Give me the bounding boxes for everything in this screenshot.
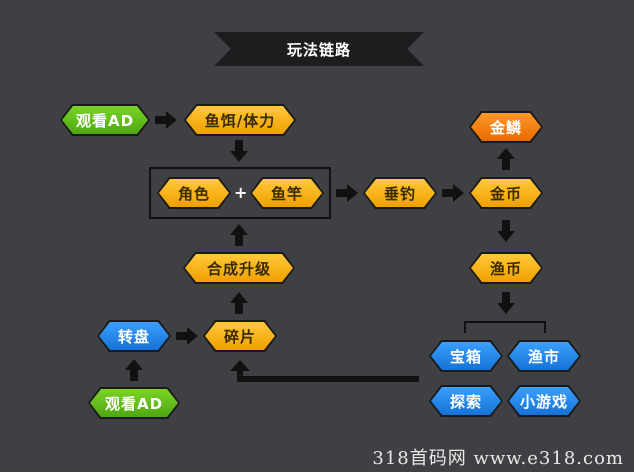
node-turntable[interactable]: 转盘	[97, 320, 171, 352]
watermark: 318首码网 www.e318.com	[372, 448, 624, 469]
node-character[interactable]: 角色	[157, 177, 231, 209]
title-banner: 玩法链路	[214, 32, 424, 66]
node-gold-coin[interactable]: 金币	[469, 177, 543, 209]
page-title: 玩法链路	[286, 40, 351, 59]
arrow-down-icon	[497, 292, 515, 314]
node-bait-stamina[interactable]: 鱼饵/体力	[184, 104, 296, 136]
arrow-down-icon	[497, 220, 515, 242]
return-arrow-icon	[230, 360, 419, 382]
node-fishing[interactable]: 垂钓	[363, 177, 437, 209]
arrow-right-icon	[176, 327, 198, 345]
node-fragment[interactable]: 碎片	[203, 320, 277, 352]
arrow-up-icon	[497, 148, 515, 170]
arrow-right-icon	[442, 184, 464, 202]
arrow-down-icon	[230, 140, 248, 162]
node-fishing-rod[interactable]: 鱼竿	[250, 177, 324, 209]
node-synthesis-upgrade[interactable]: 合成升级	[183, 252, 295, 284]
arrow-right-icon	[336, 184, 358, 202]
node-fish-market[interactable]: 渔市	[507, 340, 581, 372]
arrow-up-icon	[230, 292, 248, 314]
node-treasure-box[interactable]: 宝箱	[429, 340, 503, 372]
bracket-connector	[464, 321, 546, 333]
arrow-up-icon	[125, 359, 143, 381]
arrow-up-icon	[230, 224, 248, 246]
arrow-right-icon	[155, 111, 177, 129]
node-fish-coin[interactable]: 渔币	[469, 252, 543, 284]
plus-sign: +	[234, 183, 248, 202]
node-explore[interactable]: 探索	[429, 385, 503, 417]
node-watch-ad-bottom[interactable]: 观看AD	[88, 387, 180, 419]
node-mini-game[interactable]: 小游戏	[507, 385, 581, 417]
node-golden-scale[interactable]: 金鳞	[469, 111, 543, 143]
node-watch-ad-top[interactable]: 观看AD	[60, 104, 150, 136]
combo-box	[149, 167, 331, 219]
